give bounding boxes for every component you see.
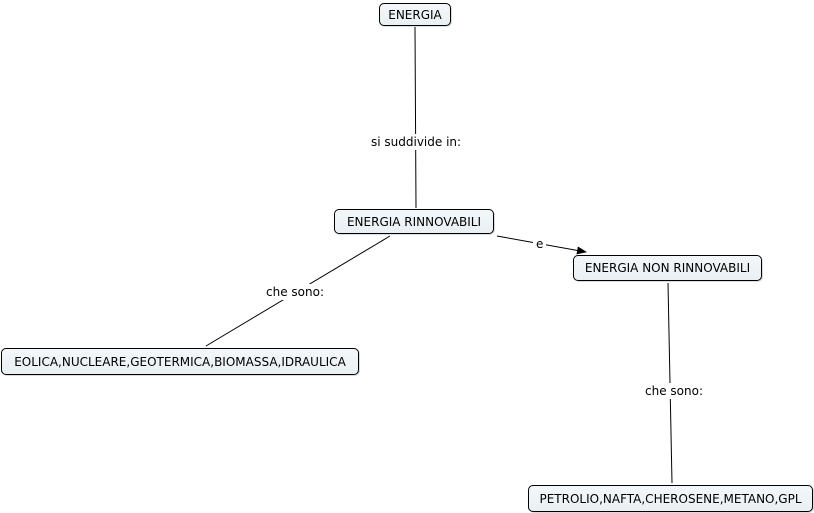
link-label-si-suddivide-in[interactable]: si suddivide in: — [368, 134, 465, 150]
node-energia-non-rinnovabili[interactable]: ENERGIA NON RINNOVABILI — [573, 255, 762, 281]
node-energia[interactable]: ENERGIA — [379, 3, 451, 26]
node-energia-rinnovabili[interactable]: ENERGIA RINNOVABILI — [334, 209, 494, 234]
link-label-e[interactable]: e — [533, 236, 547, 252]
link-label-che-sono-renewable[interactable]: che sono: — [263, 284, 327, 300]
node-nonrenewable-sources-list[interactable]: PETROLIO,NAFTA,CHEROSENE,METANO,GPL — [528, 485, 813, 512]
node-renewable-sources-list[interactable]: EOLICA,NUCLEARE,GEOTERMICA,BIOMASSA,IDRA… — [1, 348, 359, 375]
connector-energia-to-rinnovabili — [414, 26, 417, 209]
link-label-che-sono-nonrenewable[interactable]: che sono: — [642, 383, 706, 399]
